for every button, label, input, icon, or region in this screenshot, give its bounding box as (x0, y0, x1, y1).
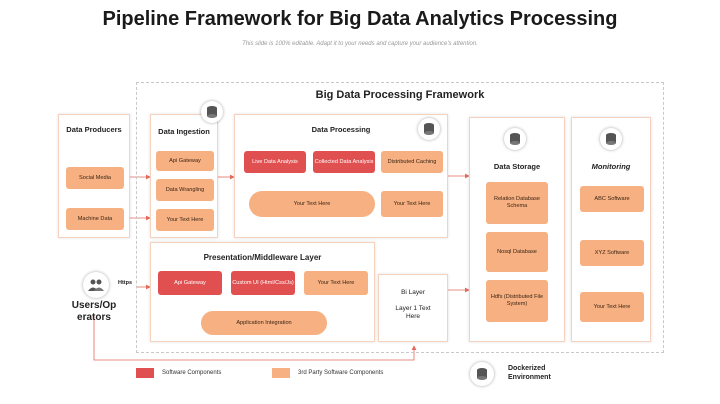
users-icon (83, 272, 109, 298)
monitoring-icon (600, 128, 622, 150)
processing-text-pill: Your Text Here (249, 191, 375, 217)
page-title: Pipeline Framework for Big Data Analytic… (102, 8, 618, 30)
ingestion-data-wrangling: Data Wrangling (156, 179, 214, 201)
https-label: Https (118, 280, 133, 286)
legend-software-swatch (136, 368, 154, 378)
processing-icon (418, 118, 440, 140)
monitoring-panel: Monitoring ABC Software XYZ Software You… (571, 117, 651, 342)
data-storage-title: Data Storage (493, 162, 541, 171)
presentation-application-integration: Application Integration (201, 311, 327, 335)
presentation-panel: Presentation/Middleware Layer Api Gatewa… (150, 242, 375, 342)
legend-third-party-swatch (272, 368, 290, 378)
storage-relational-database: Relation Database Schema (486, 182, 548, 224)
monitoring-text: Your Text Here (580, 292, 644, 322)
processing-distributed-caching: Distributed Caching (381, 151, 443, 173)
page-subtitle: This slide is 100% editable. Adapt it to… (242, 41, 478, 47)
presentation-text: Your Text Here (304, 271, 368, 295)
framework-title: Big Data Processing Framework (315, 89, 485, 101)
bi-layer-title: Bi Layer (401, 289, 425, 296)
processing-side-text: Your Text Here (381, 191, 443, 217)
monitoring-abc-software: ABC Software (580, 186, 644, 212)
monitoring-title: Monitoring (591, 162, 631, 171)
storage-nosql-database: Nosql Database (486, 232, 548, 272)
data-producers-title: Data Producers (66, 125, 122, 134)
presentation-custom-ui: Custom UI (Html/Css/Js) (231, 271, 295, 295)
producer-social-media: Social Media (66, 167, 124, 189)
bi-layer-text: Layer 1 Text Here (395, 305, 431, 320)
processing-live-data-analysis: Live Data Analysis (244, 151, 306, 173)
presentation-title: Presentation/Middleware Layer (203, 253, 322, 262)
framework-boundary (136, 82, 664, 353)
data-ingestion-panel: Data Ingestion Api Gateway Data Wranglin… (150, 114, 218, 238)
legend-software-label: Software Components (162, 370, 222, 376)
docker-label: Dockerized Environment (508, 365, 551, 381)
storage-icon (504, 128, 526, 150)
bi-layer-panel: Bi Layer Layer 1 Text Here (378, 274, 448, 342)
producer-machine-data: Machine Data (66, 208, 124, 230)
data-producers-panel: Data Producers Social Media Machine Data (58, 114, 130, 238)
ingestion-text: Your Text Here (156, 209, 214, 231)
data-processing-title: Data Processing (311, 125, 371, 134)
database-cluster-icon (201, 101, 223, 123)
legend-third-party-label: 3rd Party Software Components (298, 370, 384, 376)
storage-hdfs: Hdfs (Distributed File System) (486, 280, 548, 322)
users-operators-label: Users/Op erators (71, 300, 117, 323)
data-processing-panel: Data Processing Live Data Analysis Colle… (234, 114, 448, 238)
data-ingestion-title: Data Ingestion (158, 127, 210, 136)
presentation-api-gateway: Api Gateway (158, 271, 222, 295)
data-storage-panel: Data Storage Relation Database Schema No… (469, 117, 565, 342)
ingestion-api-gateway: Api Gateway (156, 151, 214, 171)
processing-collected-data-analysis: Collected Data Analysis (313, 151, 375, 173)
docker-icon (470, 362, 494, 386)
monitoring-xyz-software: XYZ Software (580, 240, 644, 266)
